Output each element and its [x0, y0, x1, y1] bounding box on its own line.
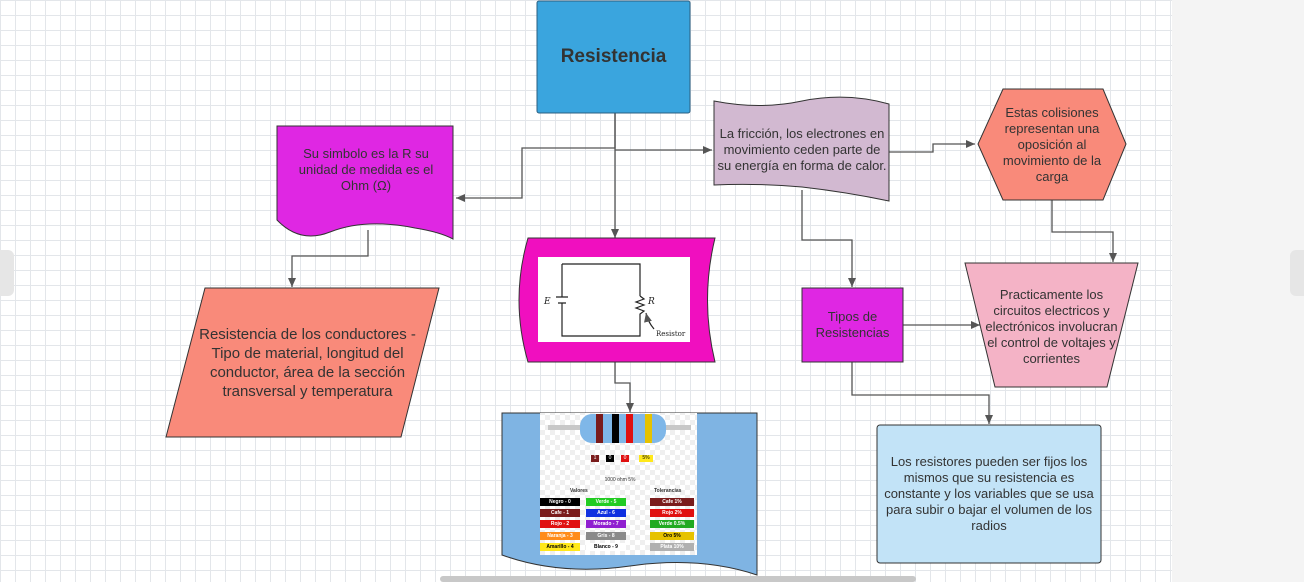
tolerance-chip: Plata 10% [650, 542, 694, 551]
flowchart: E R Resistor [165, 0, 1139, 576]
tolerance-chip: Oro 5% [650, 531, 694, 540]
band-chip: 0 [606, 455, 614, 462]
circuit-caption: Resistor [656, 330, 686, 338]
circuit-image-node: E R Resistor [518, 237, 716, 363]
connector-collisions-to-circuits [1051, 200, 1117, 262]
example-value: 1000 ohm 5% [604, 477, 636, 483]
right-panel-handle[interactable] [1290, 250, 1304, 296]
color-value-chip: Morado - 7 [586, 520, 626, 529]
color-value-chip: Negro - 0 [540, 498, 580, 506]
connector-title-to-symbol [456, 113, 616, 202]
color-code-table: 1 0 0 5% 1000 ohm 5% Valores Tolerancias… [540, 452, 697, 556]
band-chip: 5% [639, 455, 653, 462]
connector-friction-to-collisions [888, 140, 975, 153]
tolerance-chip: Rojo 2% [650, 509, 694, 518]
values-header: Valores [570, 488, 588, 494]
types-box [801, 287, 904, 363]
connectors [288, 113, 1117, 424]
circuits-text: Practicamente los circuitos electricos y… [985, 287, 1118, 366]
title-box [536, 0, 691, 114]
connector-friction-to-types [801, 190, 856, 287]
circuits-node[interactable]: Practicamente los circuitos electricos y… [985, 268, 1118, 386]
conductors-node[interactable]: Resistencia de los conductores -Tipo de … [195, 314, 420, 412]
left-panel-handle[interactable] [0, 250, 14, 296]
color-value-chip: Gris - 8 [586, 531, 626, 540]
title-text: Resistencia [560, 46, 667, 67]
collisions-node[interactable]: Estas colisiones representan una oposici… [992, 95, 1112, 195]
color-value-chip: Rojo - 2 [540, 520, 580, 529]
resistor-drawing-icon [548, 414, 691, 443]
circuit-resistor-label: R [647, 297, 655, 307]
tolerance-chip: Cafe 1% [650, 498, 694, 506]
band-chip: 0 [621, 455, 629, 462]
symbol-document-shape [276, 125, 454, 240]
color-value-chip: Verde - 5 [586, 498, 626, 506]
types-node[interactable]: Tipos de Resistencias [802, 288, 903, 362]
friction-wave-shape [713, 96, 890, 202]
tolerance-header: Tolerancias [654, 488, 682, 494]
title-node[interactable]: Resistencia [537, 1, 690, 113]
types-text: Tipos de Resistencias [815, 309, 890, 340]
color-value-chip: Naranja - 3 [540, 531, 580, 540]
conductors-text: Resistencia de los conductores -Tipo de … [199, 326, 416, 400]
example-bands: 1 0 0 5% [591, 455, 653, 463]
collisions-hexagon [977, 88, 1127, 201]
symbol-text: Su simbolo es la R su unidad de medida e… [298, 146, 434, 193]
color-value-chip: Cafe - 1 [540, 509, 580, 518]
connector-types-to-resistors [851, 362, 993, 424]
color-value-chip: Azul - 6 [586, 509, 626, 518]
circuits-trapezoid [964, 262, 1139, 388]
band-chip: 1 [591, 455, 599, 462]
symbol-node[interactable]: Su simbolo es la R su unidad de medida e… [285, 140, 447, 200]
right-panel [1172, 0, 1304, 582]
friction-node[interactable]: La fricción, los electrones en movimient… [716, 112, 888, 188]
friction-text: La fricción, los electrones en movimient… [717, 126, 887, 173]
resistors-box [876, 424, 1102, 564]
circuit-source-label: E [543, 297, 551, 307]
collisions-text: Estas colisiones representan una oposici… [1002, 105, 1102, 184]
horizontal-scrollbar[interactable] [440, 576, 916, 582]
resistors-text: Los resistores pueden ser fijos los mism… [884, 454, 1094, 533]
connector-symbol-to-conductors [288, 230, 369, 287]
resistors-node[interactable]: Los resistores pueden ser fijos los mism… [882, 428, 1096, 560]
connector-circuit-to-colorcode [614, 362, 634, 412]
conductors-parallelogram [165, 287, 440, 438]
tolerance-chip: Verde 0.5% [650, 520, 694, 529]
color-value-chip: Amarillo - 4 [540, 542, 580, 551]
color-value-chip: Blanco - 9 [586, 542, 626, 551]
